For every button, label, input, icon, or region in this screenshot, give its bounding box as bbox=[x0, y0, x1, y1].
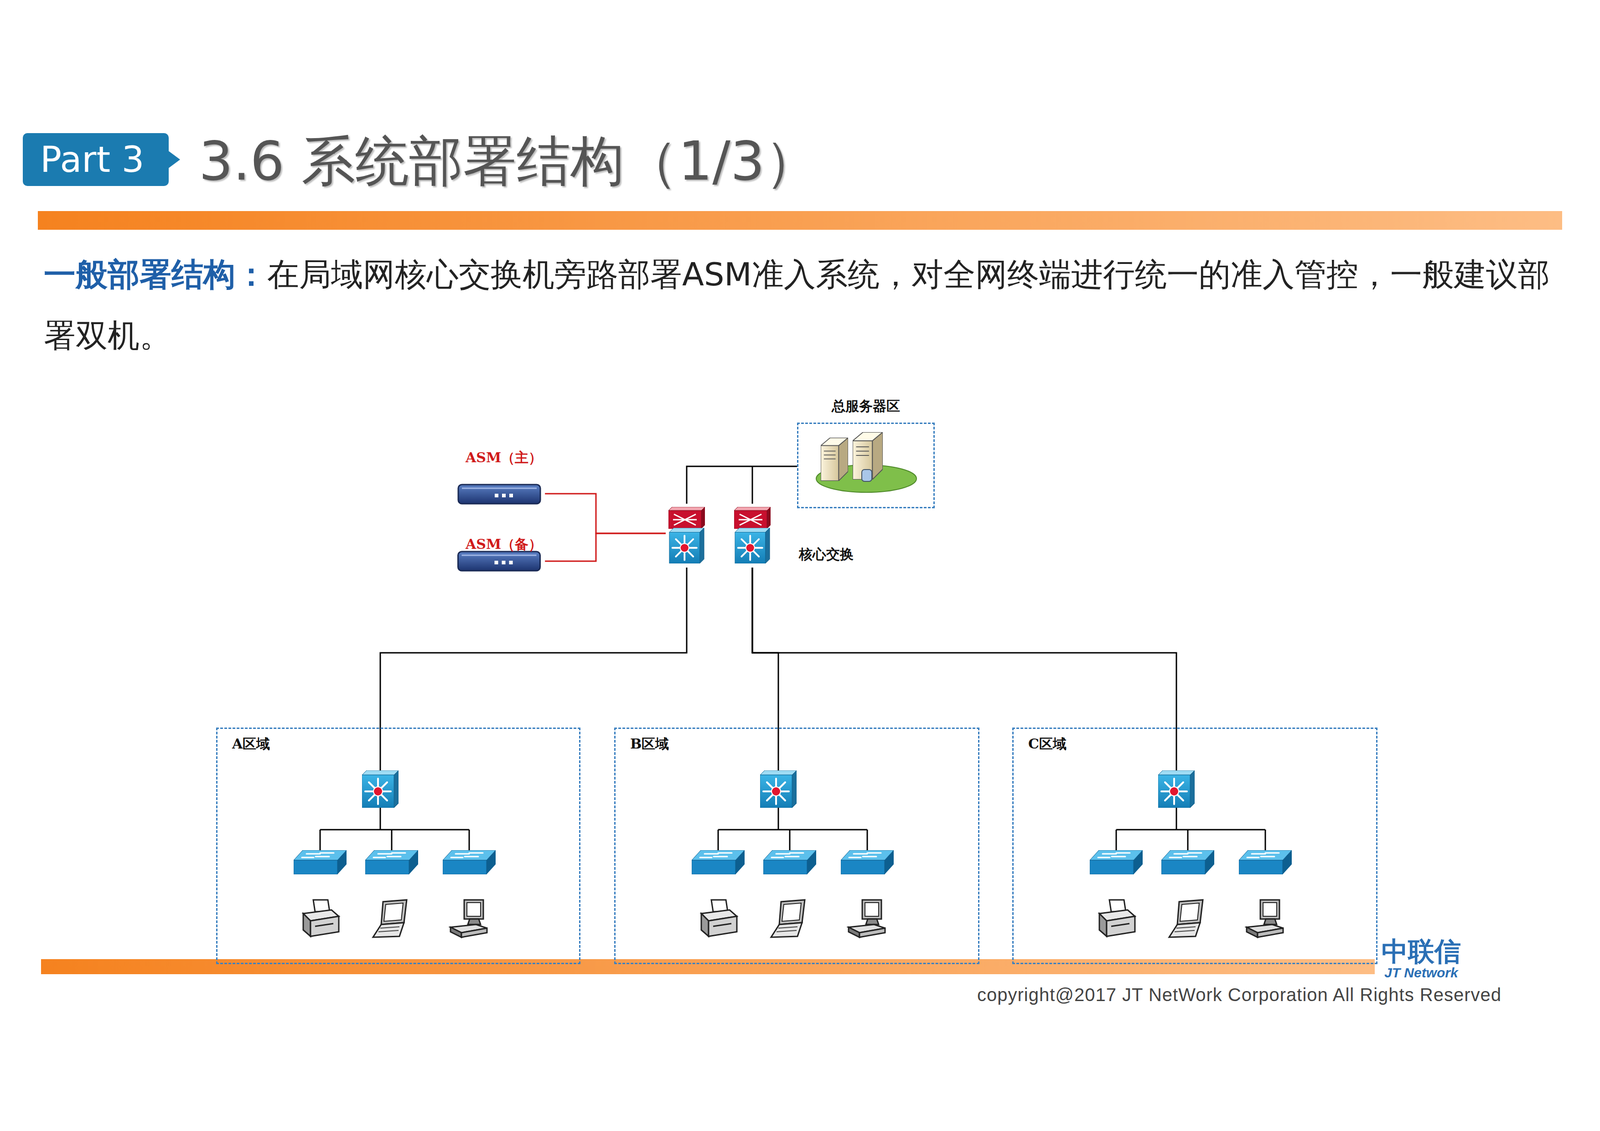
node-label: B区域 bbox=[630, 735, 669, 753]
part-badge-text: Part 3 bbox=[40, 136, 145, 183]
region-art bbox=[293, 727, 496, 938]
connector-line bbox=[752, 567, 1177, 728]
node-label: C区域 bbox=[1028, 735, 1067, 753]
node-label: 核心交换 bbox=[798, 545, 854, 564]
connector-line bbox=[751, 466, 754, 504]
connector-line bbox=[544, 533, 666, 562]
connector bbox=[544, 533, 666, 562]
connector-line bbox=[380, 567, 687, 728]
intro-text: 在局域网核心交换机旁路部署ASM准入系统，对全网终端进行统一的准入管控，一般建议… bbox=[43, 255, 1550, 355]
connector bbox=[752, 567, 1177, 728]
footer-bar bbox=[41, 959, 1375, 975]
logo-text: JT Network bbox=[1384, 964, 1459, 982]
node-label: A区域 bbox=[232, 735, 270, 753]
region-zone: C区域 bbox=[1012, 727, 1378, 965]
asm-device bbox=[458, 551, 541, 571]
core-switches bbox=[668, 507, 771, 564]
connector-line bbox=[544, 493, 666, 534]
region-art bbox=[691, 727, 894, 938]
asm-device: ASM（主） bbox=[453, 449, 545, 507]
node-label: 总服务器区 bbox=[798, 397, 934, 415]
logo-text: 中联信 bbox=[1381, 935, 1461, 968]
connector bbox=[380, 567, 753, 728]
server-icons bbox=[816, 432, 917, 493]
region-zone: B区域 bbox=[614, 727, 980, 965]
node-label: ASM（主） bbox=[465, 449, 543, 467]
region-zone: A区域 bbox=[216, 727, 581, 965]
asm-device: ASM（备） bbox=[453, 535, 545, 573]
header-badge bbox=[22, 133, 181, 187]
intro-heading: 一般部署结构： bbox=[43, 255, 268, 294]
header-bar bbox=[37, 211, 1563, 230]
core-switch-group: 核心交换 bbox=[665, 503, 885, 568]
page-title: 3.6 系统部署结构（1/3） bbox=[198, 126, 819, 196]
asm-device bbox=[458, 484, 541, 504]
node-label: ASM（备） bbox=[465, 535, 543, 554]
region-art bbox=[1089, 727, 1292, 938]
connector bbox=[686, 466, 798, 504]
connector bbox=[544, 493, 666, 534]
copyright-text: copyright@2017 JT NetWork Corporation Al… bbox=[977, 983, 1502, 1007]
connector-line bbox=[752, 567, 779, 728]
connector-line bbox=[686, 466, 798, 504]
intro-paragraph: 一般部署结构：在局域网核心交换机旁路部署ASM准入系统，对全网终端进行统一的准入… bbox=[43, 243, 1563, 367]
connector bbox=[752, 567, 779, 728]
server-zone: 总服务器区 bbox=[797, 422, 935, 509]
